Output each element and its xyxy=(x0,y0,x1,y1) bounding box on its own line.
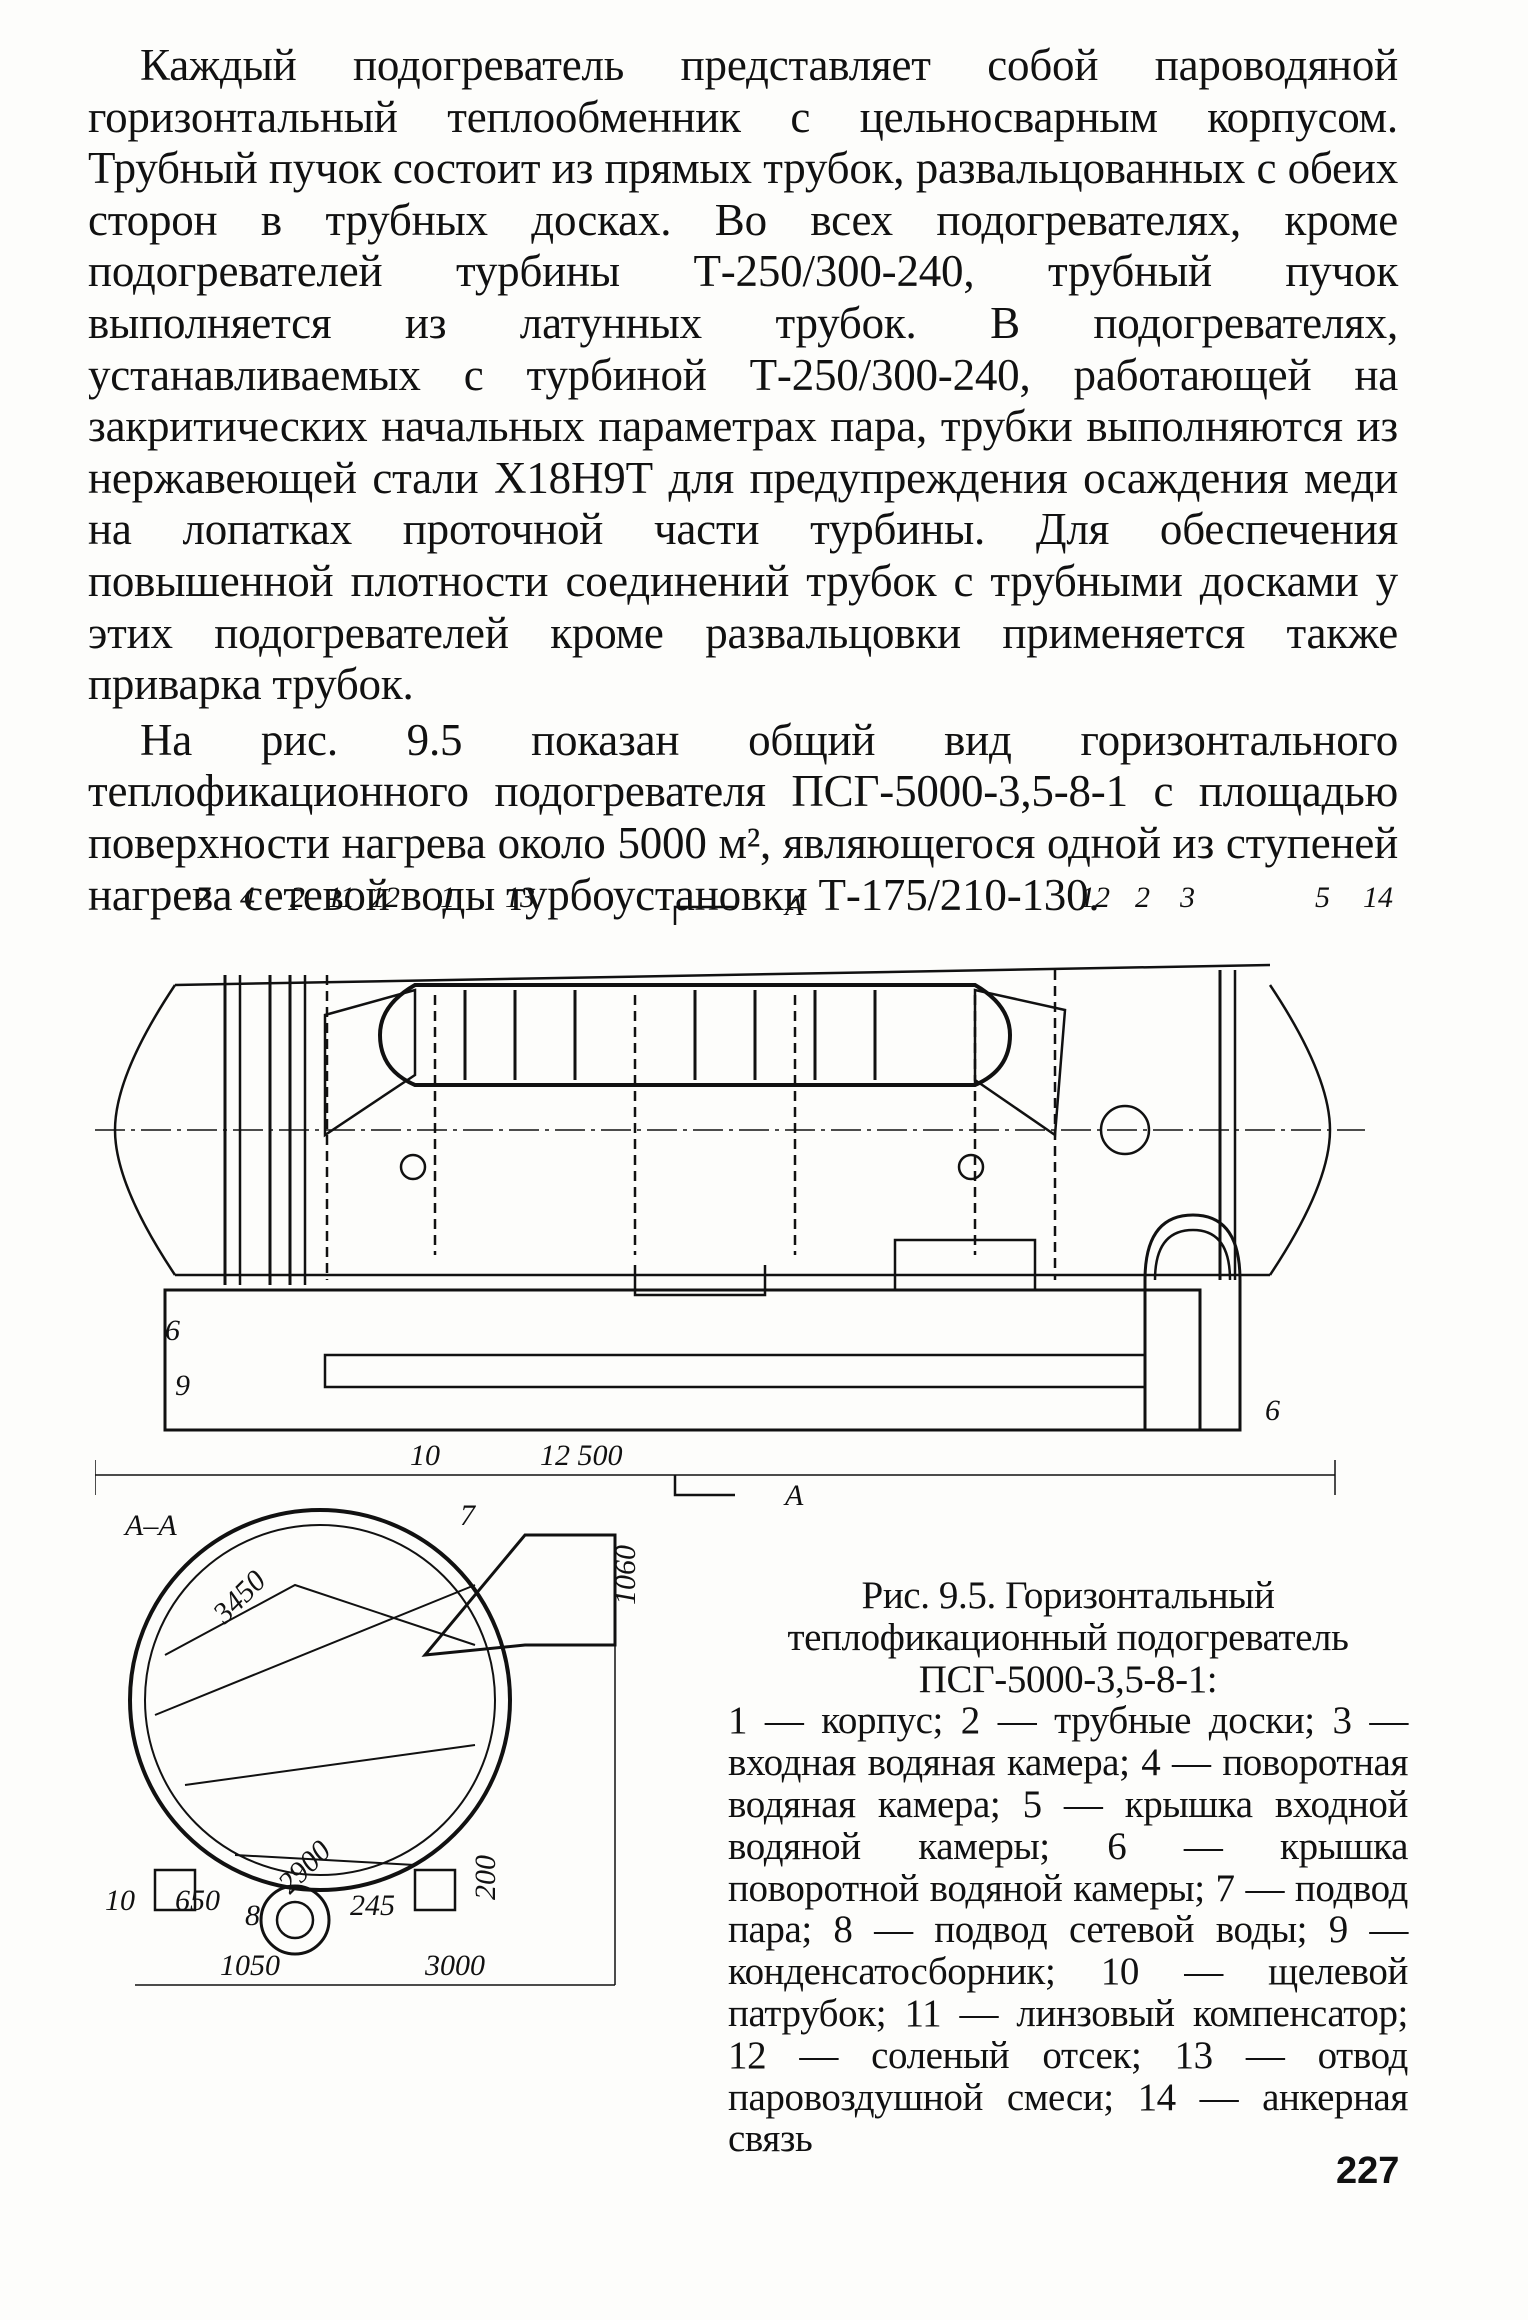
callout-1: 1 xyxy=(440,885,455,914)
dim-245: 245 xyxy=(350,1889,395,1922)
callout-4: 4 xyxy=(240,885,255,914)
section-callout-7: 7 xyxy=(460,1499,477,1532)
callout-5: 5 xyxy=(1315,885,1330,914)
paragraph-2: На рис. 9.5 показан общий вид горизонтал… xyxy=(88,714,1398,920)
callout-2: 2 xyxy=(290,885,305,914)
figure-caption: Рис. 9.5. Горизонтальный теплофикационны… xyxy=(728,1575,1408,2160)
section-marker-top: A xyxy=(783,889,804,922)
paragraph-1: Каждый подогреватель представляет собой … xyxy=(88,40,1398,710)
caption-legend: 1 — корпус; 2 — трубные доски; 3 — входн… xyxy=(728,1699,1408,2161)
heater-drawing: 7 4 2 11 12 1 13 12 2 3 5 14 6 9 10 6 12… xyxy=(95,885,1393,1986)
dim-200: 200 xyxy=(469,1855,502,1900)
callout-6-left: 6 xyxy=(165,1314,180,1347)
section-callout-10: 10 xyxy=(105,1884,135,1917)
section-callout-8: 8 xyxy=(245,1899,260,1932)
callout-2-right: 2 xyxy=(1135,885,1150,914)
page-number: 227 xyxy=(1336,2150,1400,2192)
caption-title: Рис. 9.5. Горизонтальный теплофикационны… xyxy=(787,1574,1349,1701)
body-text: Каждый подогреватель представляет собой … xyxy=(88,40,1398,921)
section-title: А–А xyxy=(123,1509,177,1542)
section-marker-bottom: A xyxy=(783,1479,804,1512)
callout-3: 3 xyxy=(1179,885,1195,914)
callout-9: 9 xyxy=(175,1369,190,1402)
dim-3450: 3450 xyxy=(206,1564,272,1630)
callout-13: 13 xyxy=(505,885,535,914)
callout-12: 12 xyxy=(370,885,400,914)
dim-650: 650 xyxy=(175,1884,220,1917)
dim-1060: 1060 xyxy=(609,1545,642,1605)
dimension-length: 12 500 xyxy=(540,1439,623,1472)
callout-11: 11 xyxy=(327,885,355,914)
callout-7: 7 xyxy=(195,885,212,914)
dim-3000: 3000 xyxy=(424,1949,485,1982)
callout-14: 14 xyxy=(1363,885,1393,914)
callout-12-right: 12 xyxy=(1080,885,1110,914)
callout-6-right: 6 xyxy=(1265,1394,1280,1427)
dim-1050: 1050 xyxy=(220,1949,280,1982)
callout-10: 10 xyxy=(410,1439,440,1472)
